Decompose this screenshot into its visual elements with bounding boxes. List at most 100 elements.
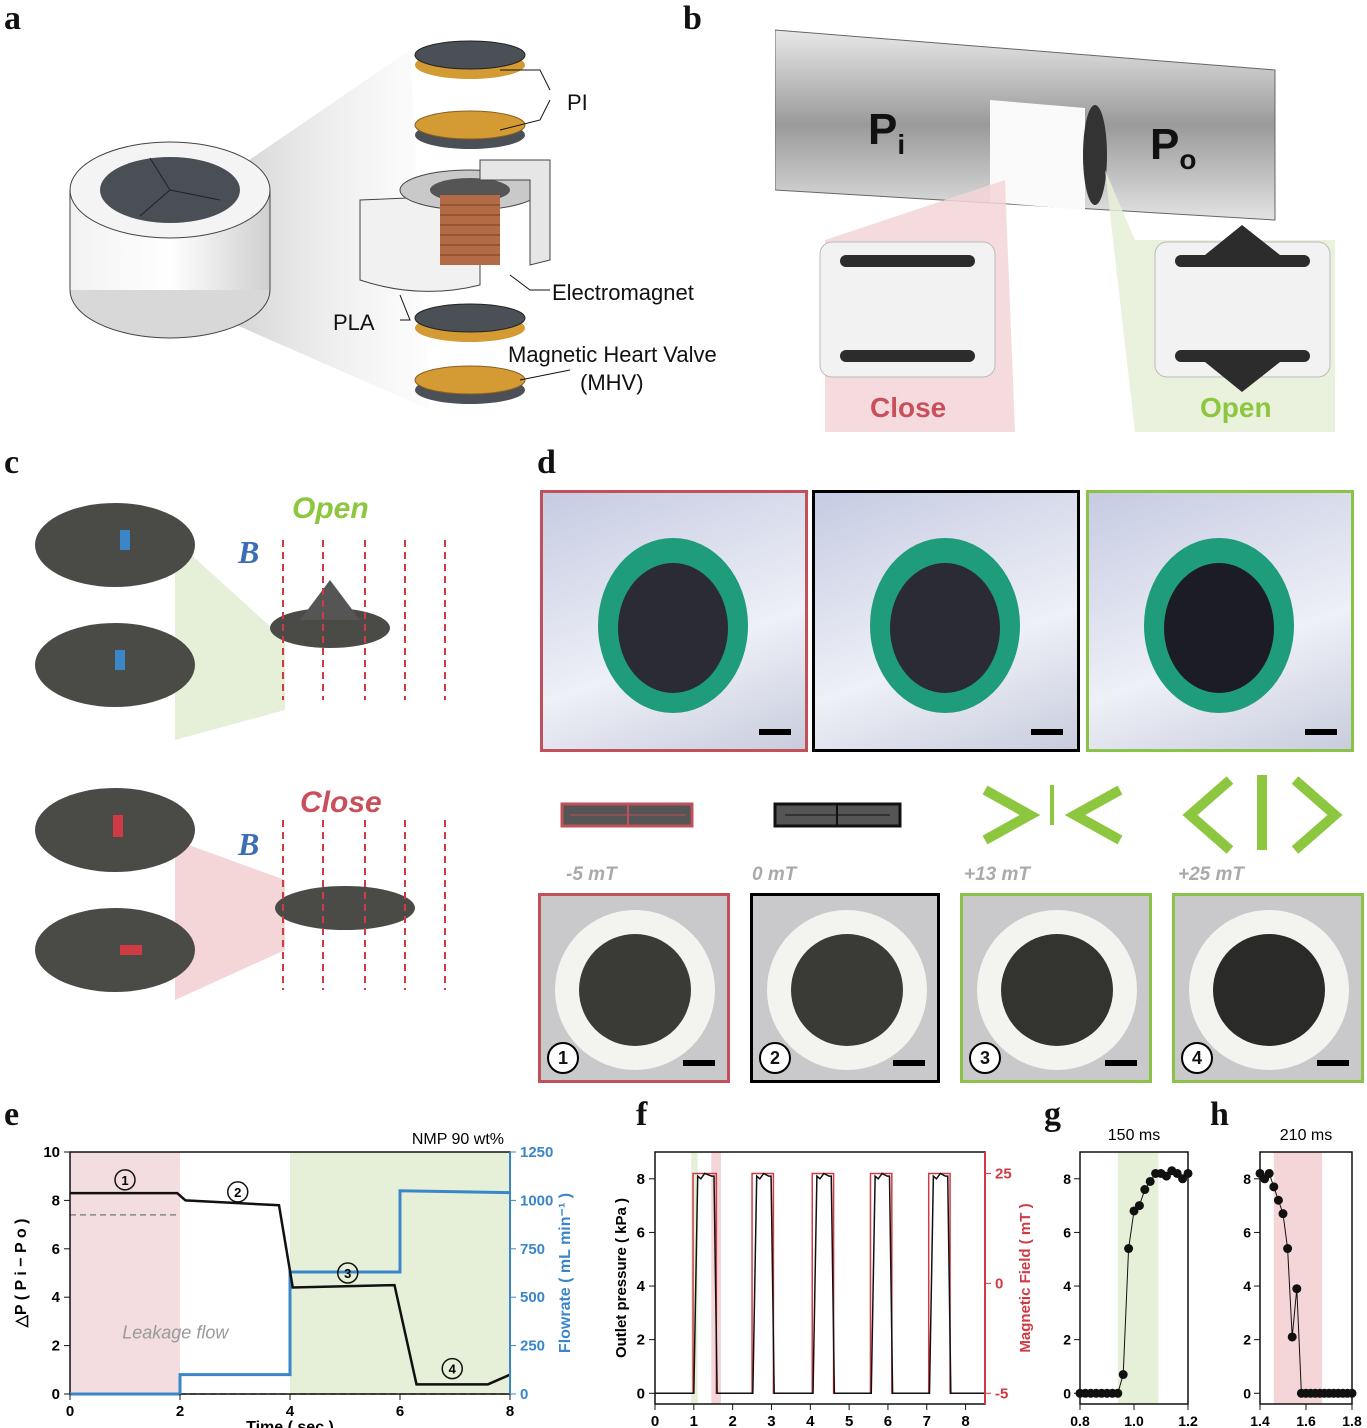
shaded-region-0 xyxy=(70,1152,180,1394)
electromagnet-label: Electromagnet xyxy=(552,280,694,305)
x-tick-label: 1.0 xyxy=(1124,1413,1144,1428)
chart-g-opening-response: 0.81.01.202468Time ( sec )150 ms xyxy=(1063,1127,1198,1428)
open-state-label: Open xyxy=(292,492,369,525)
y2-tick-label: 0 xyxy=(995,1275,1003,1292)
data-point xyxy=(1283,1244,1293,1254)
y-tick-label: 4 xyxy=(1243,1278,1251,1294)
series-pressure-line xyxy=(70,1191,511,1386)
panel-label-d: d xyxy=(537,444,556,481)
series-outlet-pressure xyxy=(655,1172,985,1395)
panel-label-c: c xyxy=(4,444,20,481)
x-tick-label: 6 xyxy=(396,1403,404,1420)
x-tick-label: 8 xyxy=(506,1403,514,1420)
annotation-circle-3 xyxy=(337,1262,359,1284)
y-tick-label: 6 xyxy=(1063,1224,1071,1240)
valve-assembly-illustration xyxy=(69,40,571,410)
data-point xyxy=(1269,1182,1279,1192)
y-tick-label: 4 xyxy=(637,1278,646,1295)
y2-tick-label: 250 xyxy=(520,1338,545,1355)
data-point xyxy=(1347,1388,1357,1398)
data-point xyxy=(1278,1209,1288,1219)
x-tick-label: 4 xyxy=(806,1413,815,1428)
shade-open xyxy=(691,1152,698,1404)
y2-tick-label: 1000 xyxy=(520,1192,553,1209)
data-point xyxy=(1124,1244,1134,1254)
y2-axis-label: Magnetic Field ( mT ) xyxy=(1017,1203,1034,1352)
tube-illustration xyxy=(775,29,1335,432)
x-tick-label: 0 xyxy=(651,1413,659,1428)
y-tick-label: 8 xyxy=(637,1171,645,1188)
y-tick-label: 2 xyxy=(1243,1332,1251,1348)
data-point xyxy=(1118,1370,1128,1380)
y-tick-label: 2 xyxy=(52,1338,60,1355)
mhv-label: Magnetic Heart Valve xyxy=(508,342,717,367)
y-tick-label: 0 xyxy=(1243,1385,1251,1401)
magnetic-field-diagram xyxy=(35,503,446,1000)
y2-tick-label: 25 xyxy=(995,1165,1012,1182)
x-tick-label: 8 xyxy=(961,1413,969,1428)
field-label-2: 0 mT xyxy=(752,864,797,885)
x-axis-label: Time ( sec ) xyxy=(246,1419,334,1428)
chart-title: 210 ms xyxy=(1280,1127,1332,1144)
y-tick-label: 0 xyxy=(637,1385,645,1402)
y-tick-label: 4 xyxy=(52,1289,61,1306)
state-number-4: 4 xyxy=(1181,1042,1213,1074)
x-tick-label: 2 xyxy=(176,1403,184,1420)
y-tick-label: 0 xyxy=(52,1386,60,1403)
close-state-label: Close xyxy=(300,786,382,819)
data-point xyxy=(1264,1168,1274,1178)
state-number-2: 2 xyxy=(759,1042,791,1074)
y2-tick-label: 750 xyxy=(520,1241,545,1258)
data-point xyxy=(1287,1332,1297,1342)
b-field-label-close: B xyxy=(238,826,260,862)
y-tick-label: 8 xyxy=(52,1192,60,1209)
annotation-number-4: 4 xyxy=(449,1362,457,1377)
data-point xyxy=(1273,1195,1283,1205)
x-tick-label: 1 xyxy=(690,1413,698,1428)
y-tick-label: 6 xyxy=(52,1241,60,1258)
mhv-abbrev-label: (MHV) xyxy=(580,370,644,395)
x-tick-label: 7 xyxy=(923,1413,931,1428)
annotation-circle-2 xyxy=(227,1181,249,1203)
photo-valve-top-4: 4 xyxy=(1172,893,1364,1083)
annotation-number-1: 1 xyxy=(121,1173,128,1188)
data-point xyxy=(1140,1185,1150,1195)
field-label-1: -5 mT xyxy=(566,864,617,885)
field-label-4: +25 mT xyxy=(1178,864,1245,885)
valve-state-schematics xyxy=(560,775,1343,854)
pi-label: PI xyxy=(567,90,588,115)
open-label: Open xyxy=(1200,392,1272,423)
panel-label-e: e xyxy=(4,1096,20,1133)
series-flowrate-line xyxy=(70,1189,511,1396)
shaded-region xyxy=(1117,1152,1159,1404)
y-tick-label: 8 xyxy=(1243,1171,1251,1187)
panel-label-g: g xyxy=(1044,1096,1061,1133)
y2-axis-label: Flowrate ( mL min⁻¹ ) xyxy=(557,1193,574,1353)
data-point xyxy=(1134,1201,1144,1211)
pla-label: PLA xyxy=(333,310,375,335)
x-tick-label: 4 xyxy=(286,1403,295,1420)
y-tick-label: 2 xyxy=(1063,1332,1071,1348)
photo-valve-top-1: 1 xyxy=(538,893,730,1083)
y2-tick-label: 0 xyxy=(520,1386,528,1403)
chart-title: NMP 90 wt% xyxy=(412,1131,504,1148)
chart-h-closing-response: 1.41.61.802468Time ( sec )210 ms xyxy=(1243,1127,1362,1428)
annotation-number-2: 2 xyxy=(234,1185,241,1200)
x-tick-label: 1.2 xyxy=(1178,1413,1198,1428)
annotation-circle-1 xyxy=(114,1169,136,1191)
close-label: Close xyxy=(870,392,947,423)
plot-frame xyxy=(654,1151,986,1405)
x-tick-label: 0.8 xyxy=(1070,1413,1090,1428)
field-label-3: +13 mT xyxy=(964,864,1031,885)
photo-valve-neutral-side xyxy=(812,490,1080,752)
x-tick-label: 3 xyxy=(767,1413,775,1428)
y2-tick-label: -5 xyxy=(995,1385,1008,1402)
shaded-region xyxy=(1273,1152,1323,1404)
inlet-pressure-label: Pi xyxy=(868,105,906,160)
x-tick-label: 1.6 xyxy=(1296,1413,1316,1428)
data-point xyxy=(1145,1176,1155,1186)
y-tick-label: 8 xyxy=(1063,1171,1071,1187)
x-tick-label: 1.4 xyxy=(1250,1413,1270,1428)
y-tick-label: 2 xyxy=(637,1332,645,1349)
